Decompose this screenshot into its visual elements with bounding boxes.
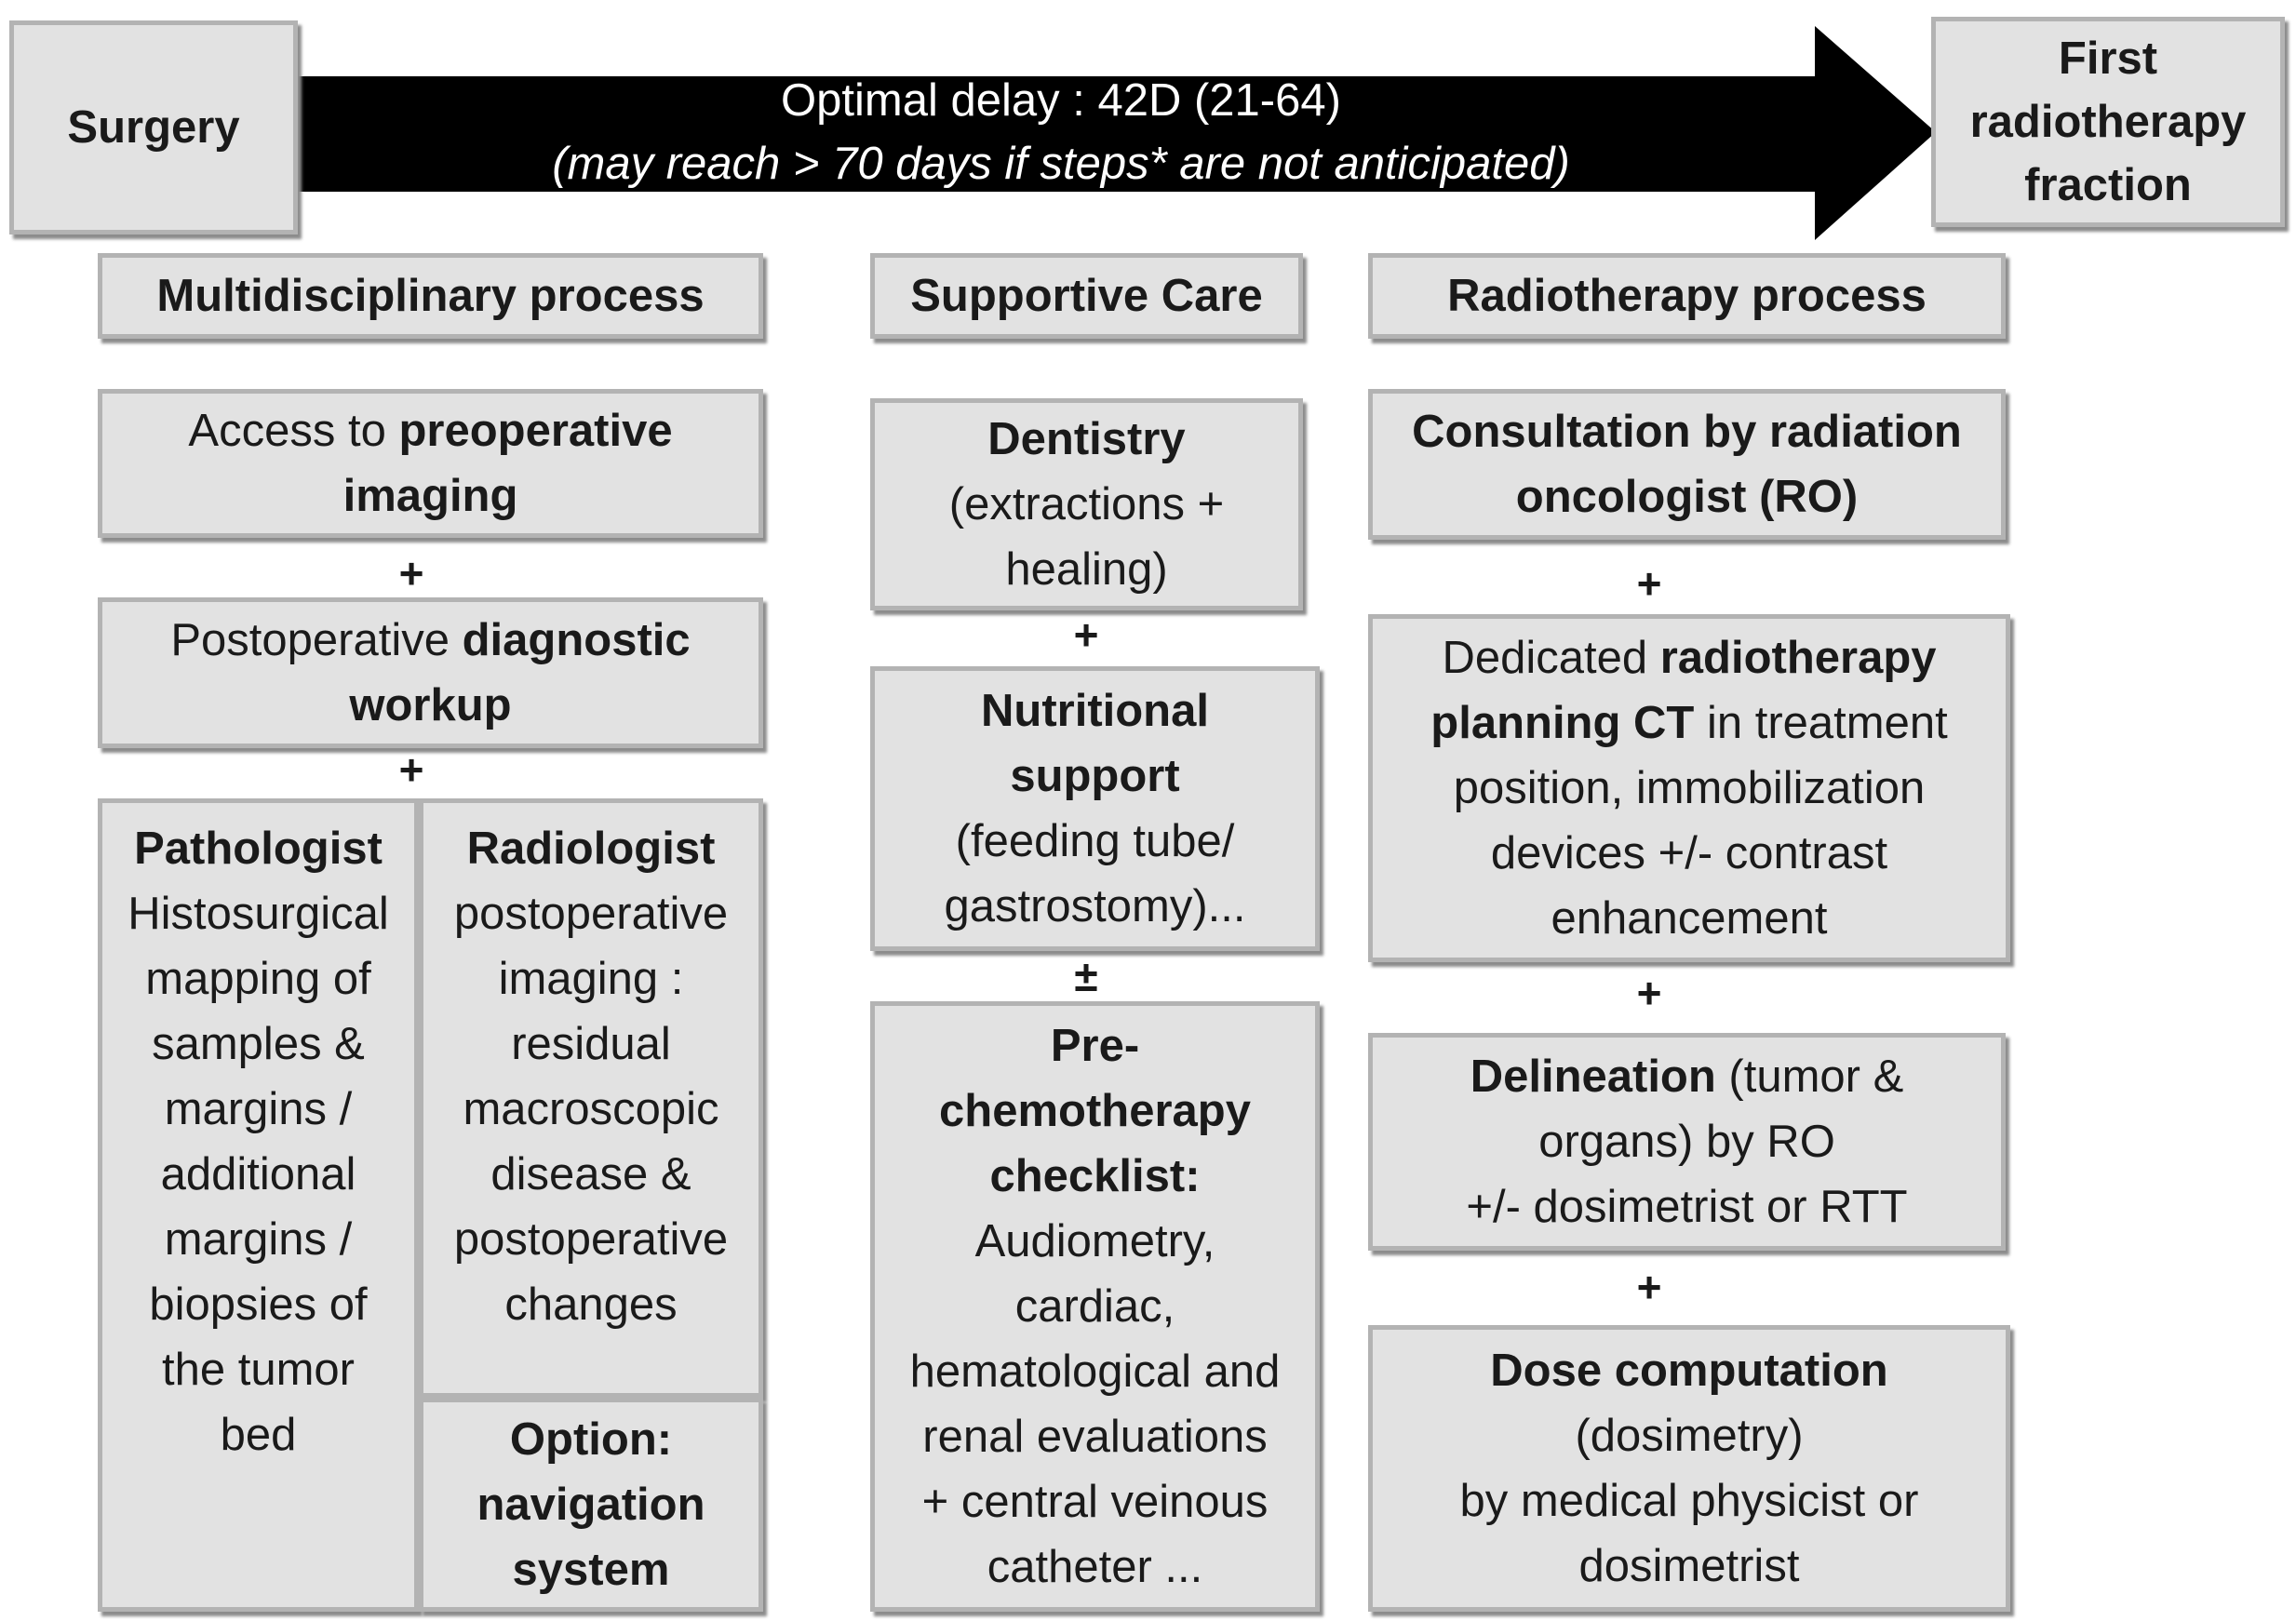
surgery-box: Surgery (9, 20, 298, 234)
postoperative-workup-box: Postoperative diagnostic workup (98, 597, 763, 748)
radiologist-box: Radiologist postoperative imaging : resi… (419, 798, 763, 1398)
ro-consultation-box: Consultation by radiation oncologist (RO… (1368, 389, 2006, 540)
delineation-box: Delineation (tumor & organs) by RO +/- d… (1368, 1033, 2006, 1251)
delay-warning-text: (may reach > 70 days if steps* are not a… (552, 139, 1570, 189)
plus-sign: + (1636, 1263, 1662, 1311)
surgery-label: Surgery (67, 102, 240, 153)
planning-ct-box: Dedicated radiotherapy planning CT in tr… (1368, 614, 2010, 962)
timeline-arrow (279, 26, 1936, 240)
plus-sign: + (398, 549, 424, 597)
dose-computation-box: Dose computation (dosimetry) by medical … (1368, 1325, 2010, 1612)
first-fraction-line: radiotherapy (1969, 97, 2247, 147)
optimal-delay-text: Optimal delay : 42D (21-64) (781, 75, 1341, 126)
first-fraction-line: fraction (2024, 160, 2192, 210)
first-fraction-line: First (2058, 33, 2158, 84)
plus-sign: + (1073, 610, 1099, 659)
plus-minus-sign: ± (1074, 952, 1098, 1000)
first-fraction-box: First radiotherapy fraction (1931, 17, 2285, 227)
header-radiotherapy: Radiotherapy process (1368, 253, 2006, 339)
header-supportive-care: Supportive Care (870, 253, 1303, 339)
plus-sign: + (1636, 969, 1662, 1017)
pathologist-box: Pathologist Histosurgical mapping of sam… (98, 798, 419, 1612)
plus-sign: + (398, 745, 424, 794)
plus-sign: + (1636, 559, 1662, 608)
arrow-shape (279, 26, 1936, 240)
nutritional-support-box: Nutritional support (feeding tube/ gastr… (870, 666, 1320, 951)
dentistry-box: Dentistry (extractions + healing) (870, 398, 1303, 610)
prechemotherapy-checklist-box: Pre- chemotherapy checklist: Audiometry,… (870, 1001, 1320, 1612)
preoperative-imaging-box: Access to preoperative imaging (98, 389, 763, 538)
navigation-option-box: Option: navigation system (419, 1398, 763, 1612)
header-multidisciplinary: Multidisciplinary process (98, 253, 763, 339)
